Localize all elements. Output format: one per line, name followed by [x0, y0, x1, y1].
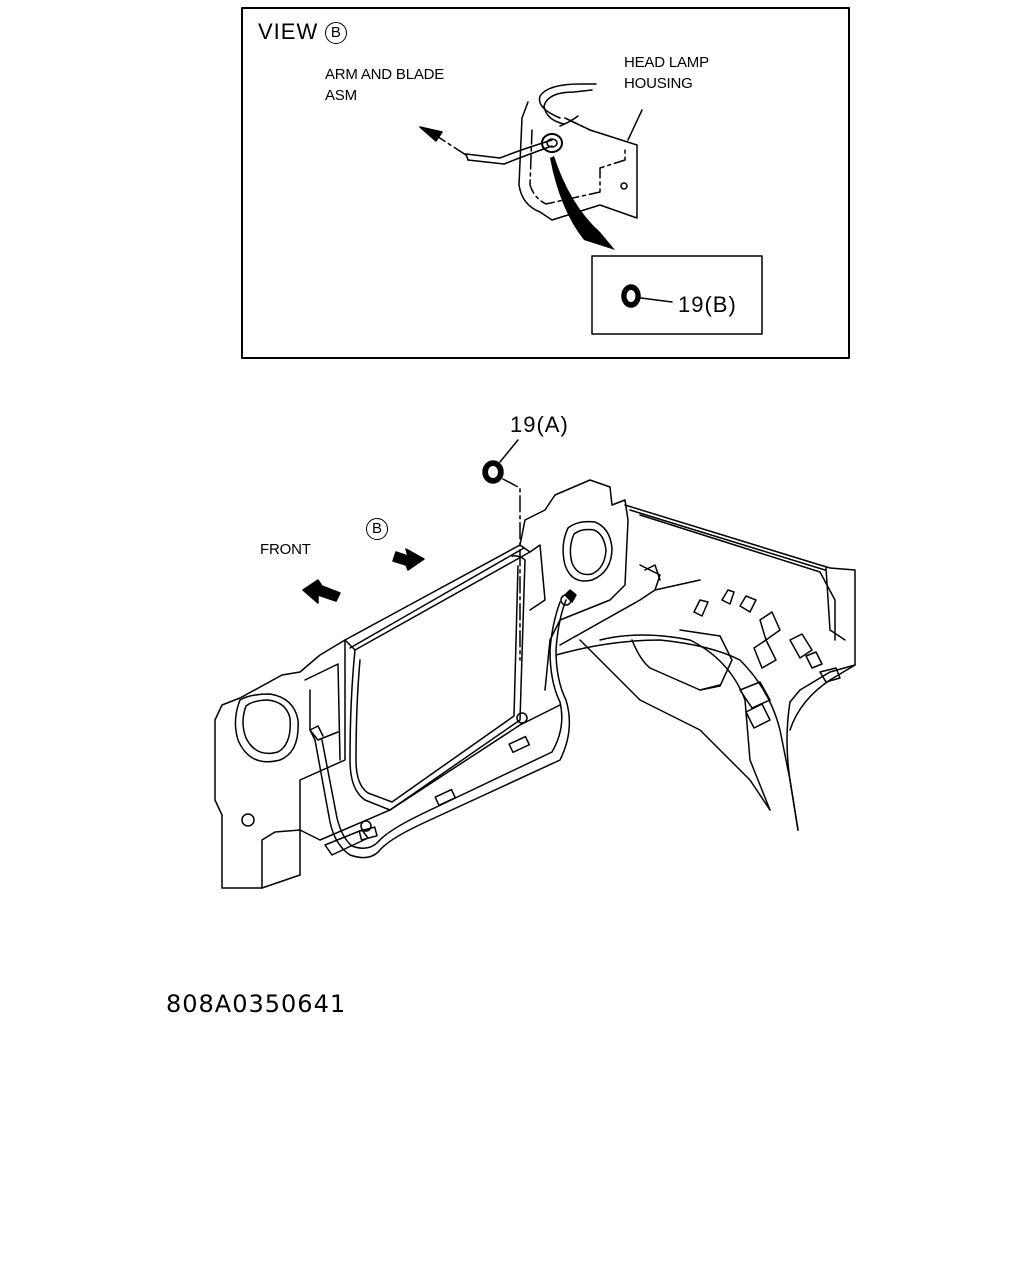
front-label: FRONT	[260, 541, 311, 558]
wheelhouse-panel	[555, 504, 856, 831]
arm-blade-direction-arrow	[419, 126, 467, 156]
radiator-support-panel	[214, 479, 629, 889]
grommet-a-icon	[482, 439, 521, 661]
head-lamp-label-line2: HOUSING	[624, 75, 693, 92]
view-b-frame	[241, 7, 850, 359]
view-title: VIEW B	[258, 19, 348, 45]
part-b-inset	[591, 255, 763, 335]
arm-blade-label: ARM AND BLADE ASM	[325, 64, 444, 106]
view-b-arrow	[392, 548, 425, 571]
part-b-label: 19(B)	[678, 292, 737, 317]
view-prefix: VIEW	[258, 19, 319, 44]
front-arrow	[302, 579, 341, 604]
arm-blade-label-line1: ARM AND BLADE	[325, 66, 445, 83]
grommet-b-icon	[621, 284, 673, 308]
view-marker: B	[366, 518, 388, 540]
arm-blade-label-line2: ASM	[325, 87, 357, 104]
figure-id: 808A0350641	[166, 990, 347, 1018]
grommet-in-housing	[541, 133, 563, 153]
part-a-label: 19(A)	[510, 412, 569, 437]
callout-arrow	[550, 156, 615, 250]
view-letter-circle: B	[325, 22, 348, 45]
head-lamp-label-line1: HEAD LAMP	[624, 54, 709, 71]
head-lamp-label: HEAD LAMP HOUSING	[624, 52, 709, 94]
view-marker-circle: B	[366, 518, 388, 540]
head-lamp-housing-bracket	[518, 101, 638, 221]
head-lamp-leader	[627, 109, 643, 141]
washer-hose-main	[309, 589, 577, 859]
